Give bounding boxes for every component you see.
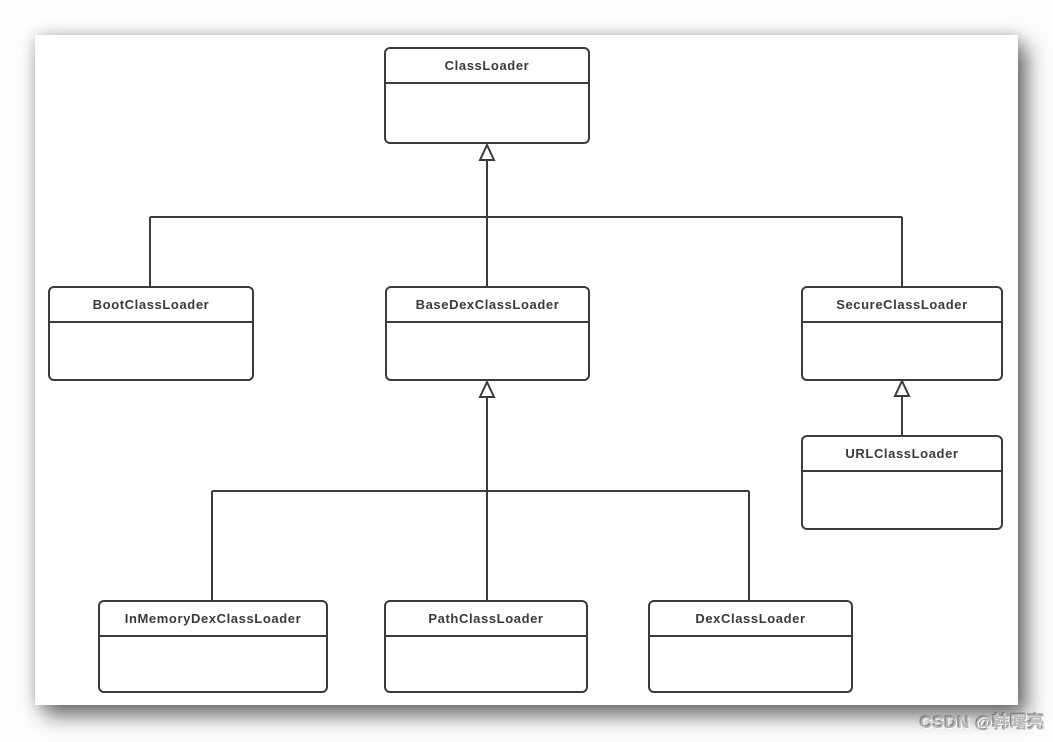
class-node-body xyxy=(803,323,1001,379)
class-node-classloader: ClassLoader xyxy=(384,47,590,144)
class-node-urlclassloader: URLClassLoader xyxy=(801,435,1003,530)
class-node-body xyxy=(387,323,588,379)
class-node-title: BootClassLoader xyxy=(50,288,252,323)
class-node-body xyxy=(50,323,252,379)
class-node-body xyxy=(650,637,851,691)
class-node-pathclassloader: PathClassLoader xyxy=(384,600,588,693)
csdn-watermark: CSDN @韩曙亮 xyxy=(920,713,1045,732)
class-node-basedexclassloader: BaseDexClassLoader xyxy=(385,286,590,381)
class-node-body xyxy=(386,637,586,691)
inheritance-arrowhead-icon xyxy=(478,142,496,161)
class-node-title: ClassLoader xyxy=(386,49,588,84)
class-node-title: SecureClassLoader xyxy=(803,288,1001,323)
class-node-title: URLClassLoader xyxy=(803,437,1001,472)
class-node-body xyxy=(100,637,326,691)
class-node-bootclassloader: BootClassLoader xyxy=(48,286,254,381)
inheritance-arrowhead-icon xyxy=(478,379,496,398)
class-node-inmemorydexclassloader: InMemoryDexClassLoader xyxy=(98,600,328,693)
class-node-title: DexClassLoader xyxy=(650,602,851,637)
class-node-dexclassloader: DexClassLoader xyxy=(648,600,853,693)
diagram-panel: ClassLoader BootClassLoader BaseDexClass… xyxy=(35,35,1018,705)
class-node-body xyxy=(386,84,588,142)
class-node-body xyxy=(803,472,1001,528)
class-node-title: PathClassLoader xyxy=(386,602,586,637)
class-node-title: BaseDexClassLoader xyxy=(387,288,588,323)
class-node-secureclassloader: SecureClassLoader xyxy=(801,286,1003,381)
inheritance-arrowhead-icon xyxy=(893,378,911,397)
class-node-title: InMemoryDexClassLoader xyxy=(100,602,326,637)
